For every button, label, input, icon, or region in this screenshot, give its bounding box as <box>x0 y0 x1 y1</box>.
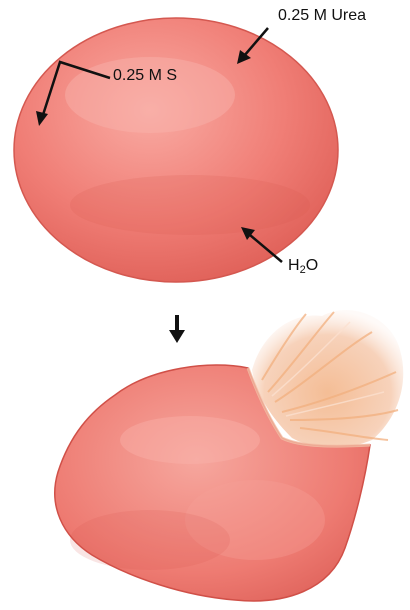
swollen-cell <box>14 18 338 282</box>
solute-s-label: 0.25 M S <box>113 68 177 84</box>
urea-label: 0.25 M Urea <box>278 8 366 24</box>
water-label-o: O <box>306 257 318 274</box>
water-label: H2O <box>288 258 318 274</box>
down-arrow-icon <box>169 315 185 343</box>
water-label-h: H <box>288 257 300 274</box>
